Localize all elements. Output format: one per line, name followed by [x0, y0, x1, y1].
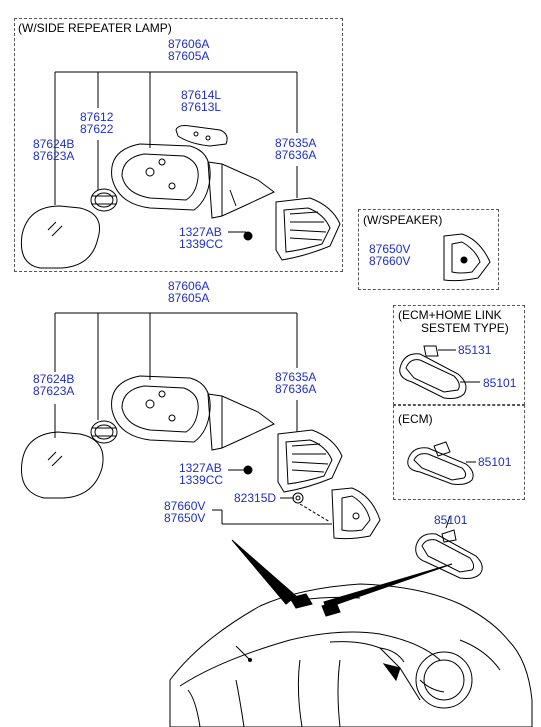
part-label-glass-1[interactable]: 87624B: [33, 137, 75, 151]
group-speaker-box: [358, 209, 499, 290]
part-label-mid-glass-2[interactable]: 87623A: [33, 384, 75, 398]
part-label-mid-mirror-assy-1[interactable]: 87606A: [168, 279, 210, 293]
part-label-screw-1[interactable]: 1327AB: [179, 225, 222, 239]
group-ecm-home-box: [393, 305, 525, 405]
screw-icon: [243, 465, 253, 475]
top-leader-lines: [54, 71, 298, 233]
part-label-clip[interactable]: 82315D: [234, 491, 277, 505]
group-speaker-heading: (W/SPEAKER): [363, 213, 443, 227]
part-label-mid-mirror-assy-2[interactable]: 87605A: [168, 291, 210, 305]
part-label-mid-cover-1[interactable]: 87660V: [164, 499, 206, 513]
speaker-cover-icon: [443, 233, 491, 282]
group-top-heading: (W/SIDE REPEATER LAMP): [18, 21, 172, 35]
screw-icon: [243, 231, 253, 241]
clip-icon: [292, 492, 304, 504]
housing-outer-icon: [277, 429, 343, 493]
housing-outer-icon: [275, 197, 341, 261]
part-label-cover-2[interactable]: 87613L: [181, 100, 222, 114]
part-label-mid-cover-2[interactable]: 87650V: [164, 511, 206, 525]
speaker-cover-icon: [299, 487, 381, 540]
part-label-mid-glass-1[interactable]: 87624B: [33, 372, 75, 386]
part-label-mid-screw-1[interactable]: 1327AB: [179, 461, 222, 475]
mirror-housing-icon: [111, 143, 275, 219]
actuator-icon: [90, 420, 118, 444]
part-label-glass-2[interactable]: 87623A: [33, 149, 75, 163]
part-label-actuator-1[interactable]: 87612: [80, 110, 114, 124]
part-label-housing-1[interactable]: 87635A: [275, 136, 317, 150]
group-ecm-home-heading-1: (ECM+HOME LINK: [398, 308, 502, 322]
mirror-glass-icon: [20, 205, 100, 269]
mirror-housing-icon: [111, 375, 275, 451]
part-label-cover-1[interactable]: 87614L: [181, 88, 222, 102]
part-label-mid-screw-2[interactable]: 1339CC: [179, 473, 224, 487]
group-top-box: [14, 18, 343, 272]
part-label-mid-housing-2[interactable]: 87636A: [275, 382, 317, 396]
car-icon: [169, 583, 533, 727]
part-label-speaker-2[interactable]: 87660V: [369, 254, 411, 268]
part-label-actuator-2[interactable]: 87622: [80, 122, 114, 136]
part-label-mirror-assy-2[interactable]: 87605A: [168, 49, 210, 63]
part-label-sensor[interactable]: 85131: [458, 343, 492, 357]
part-label-ecm-home-mirror[interactable]: 85101: [483, 376, 517, 390]
part-label-standard-mirror[interactable]: 85101: [434, 513, 468, 527]
cover-icon: [175, 125, 228, 147]
part-label-ecm-mirror[interactable]: 85101: [478, 455, 512, 469]
part-label-mirror-assy-1[interactable]: 87606A: [168, 37, 210, 51]
part-label-speaker-1[interactable]: 87650V: [369, 242, 411, 256]
inside-mirror-icon: [415, 515, 483, 579]
mid-leader-lines: [54, 312, 332, 525]
part-label-mid-housing-1[interactable]: 87635A: [275, 370, 317, 384]
part-label-screw-2[interactable]: 1339CC: [179, 237, 224, 251]
inside-mirror-icon: [407, 441, 476, 485]
part-label-housing-2[interactable]: 87636A: [275, 148, 317, 162]
group-ecm-home-heading-2: SESTEM TYPE): [421, 321, 509, 335]
mirror-glass-icon: [20, 431, 104, 499]
group-ecm-box: [393, 405, 525, 500]
actuator-icon: [90, 188, 118, 212]
group-ecm-heading: (ECM): [398, 412, 433, 426]
inside-mirror-icon: [399, 345, 480, 399]
